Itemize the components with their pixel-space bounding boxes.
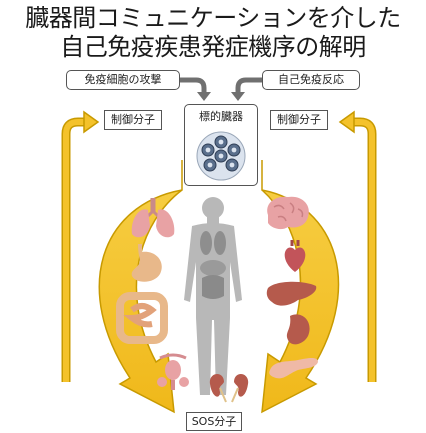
liver-icon xyxy=(264,278,320,310)
reproductive-organ-icon xyxy=(152,352,194,392)
cell-cluster-icon xyxy=(191,129,251,183)
spleen-icon xyxy=(284,312,314,348)
autoimmune-response-label: 自己免疫反応 xyxy=(262,70,360,90)
target-organ-box: 標的臓器 xyxy=(184,104,258,186)
target-organ-label: 標的臓器 xyxy=(185,108,257,126)
immune-attack-label: 免疫細胞の攻撃 xyxy=(66,70,180,90)
left-feedback-arrow xyxy=(66,112,98,382)
pancreas-icon xyxy=(266,352,322,382)
lungs-icon xyxy=(128,196,178,240)
intestine-icon xyxy=(116,292,168,344)
sos-factor-label: SOS分子 xyxy=(186,412,242,431)
kidneys-icon xyxy=(206,368,252,404)
brain-icon xyxy=(262,193,314,233)
control-factor-right-label: 制御分子 xyxy=(270,110,328,130)
attack-arrow xyxy=(180,80,211,101)
heart-icon xyxy=(280,238,310,274)
control-factor-left-label: 制御分子 xyxy=(104,110,162,130)
stomach-icon xyxy=(126,242,168,286)
autoimmune-arrow xyxy=(231,80,262,101)
right-feedback-arrow xyxy=(340,112,372,382)
